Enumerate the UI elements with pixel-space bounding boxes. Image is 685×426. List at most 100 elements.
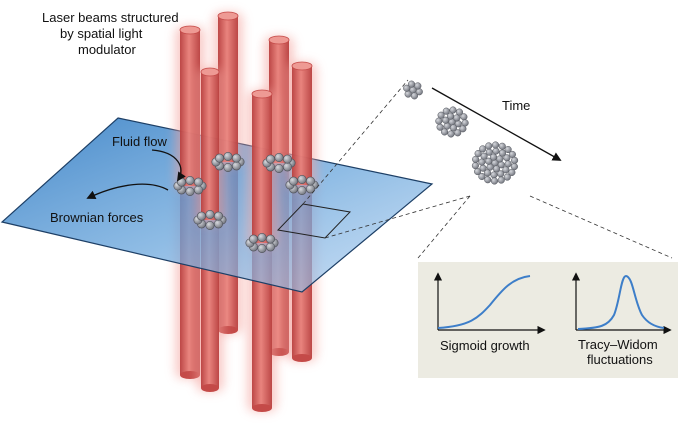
particle: [510, 163, 518, 171]
particle: [282, 162, 292, 172]
particle: [508, 168, 516, 176]
particle: [213, 211, 223, 221]
trapped-particle-ring: [285, 175, 319, 196]
particle: [435, 117, 443, 125]
particle: [491, 141, 500, 149]
particle: [490, 177, 499, 185]
time-label: Time: [502, 98, 530, 113]
particle: [497, 176, 505, 184]
particle: [231, 161, 241, 171]
particle: [511, 156, 519, 164]
fluid-flow-label: Fluid flow: [112, 134, 168, 149]
particle: [410, 92, 419, 100]
trapped-particle-ring: [173, 176, 207, 197]
particle: [496, 155, 504, 163]
particle: [185, 176, 195, 186]
particle-clusters-over-time: [403, 80, 519, 185]
particle: [460, 113, 468, 121]
particle: [193, 177, 203, 187]
large-cluster: [471, 141, 519, 185]
beam-top-cap: [200, 67, 220, 77]
laser-beam: [247, 89, 277, 247]
medium-cluster: [435, 106, 469, 138]
particle: [185, 187, 195, 197]
particle: [485, 142, 493, 150]
particle: [257, 244, 267, 254]
tracy-widom-plot: Tracy–Widom fluctuations: [571, 272, 672, 367]
particle: [407, 80, 416, 88]
particle: [478, 158, 486, 166]
particle: [497, 170, 505, 178]
sigmoid-plot: Sigmoid growth: [433, 272, 546, 353]
particle: [266, 154, 276, 164]
small-cluster: [403, 80, 423, 100]
particle: [282, 154, 292, 164]
trapped-particle-rings: [173, 152, 319, 254]
particle: [455, 108, 464, 116]
trapped-particle-ring: [262, 153, 296, 174]
particle: [503, 173, 511, 181]
brownian-forces-arrow-icon: [86, 183, 169, 200]
sigmoid-growth-label: Sigmoid growth: [440, 338, 530, 353]
beam-bottom-cap: [292, 354, 312, 362]
particle: [485, 148, 493, 156]
time-arrow-icon: [431, 87, 562, 161]
trapped-particle-ring: [211, 152, 245, 173]
particle: [205, 221, 215, 231]
particle: [205, 210, 215, 220]
laser-beams-upper: [175, 11, 317, 247]
statistics-panel: [418, 262, 678, 378]
particle: [223, 163, 233, 173]
tracy-widom-curve: [577, 274, 665, 330]
particle: [442, 116, 450, 124]
particle: [274, 164, 284, 174]
particle: [492, 147, 500, 155]
trapped-particle-ring: [245, 233, 279, 254]
tracy-widom-label-line2: fluctuations: [587, 352, 653, 367]
particle: [249, 234, 259, 244]
zoom-guide-line: [302, 79, 409, 205]
particle: [474, 150, 482, 158]
particle: [289, 176, 299, 186]
particle: [485, 157, 493, 165]
particle: [265, 234, 275, 244]
beam-top-cap: [291, 61, 313, 71]
panel-guide-line: [529, 195, 673, 259]
particle: [297, 175, 307, 185]
particle: [498, 142, 506, 150]
particle: [197, 211, 207, 221]
particle: [305, 176, 315, 186]
beam-top-cap: [179, 25, 201, 35]
fluid-flow-arrow-icon: [151, 149, 186, 182]
particle: [193, 185, 203, 195]
tracy-widom-label-line1: Tracy–Widom: [578, 337, 658, 352]
particle: [442, 107, 450, 115]
particle: [257, 233, 267, 243]
laser-beam: [287, 61, 317, 189]
particle: [508, 150, 516, 158]
particle: [404, 90, 412, 98]
beam-bottom-cap: [201, 384, 219, 392]
particle: [454, 129, 462, 137]
particle: [223, 152, 233, 162]
particle: [437, 111, 445, 119]
particle: [403, 84, 411, 92]
laser-title-line1: Laser beams structured: [42, 10, 179, 25]
beam-bottom-cap: [180, 371, 200, 379]
particle: [504, 145, 512, 154]
sigmoid-curve: [437, 275, 531, 329]
panel-guide-line: [417, 195, 471, 259]
laser-title-line3: modulator: [78, 42, 136, 57]
beam-top-cap: [268, 35, 290, 45]
particle: [461, 119, 469, 127]
beam-top-cap: [251, 89, 273, 99]
beam-bottom-cap: [252, 404, 272, 412]
particle: [490, 171, 498, 179]
particle: [213, 219, 223, 229]
particle: [215, 153, 225, 163]
particle: [274, 153, 284, 163]
particle: [297, 186, 307, 196]
particle: [436, 123, 444, 131]
particle: [472, 155, 480, 163]
